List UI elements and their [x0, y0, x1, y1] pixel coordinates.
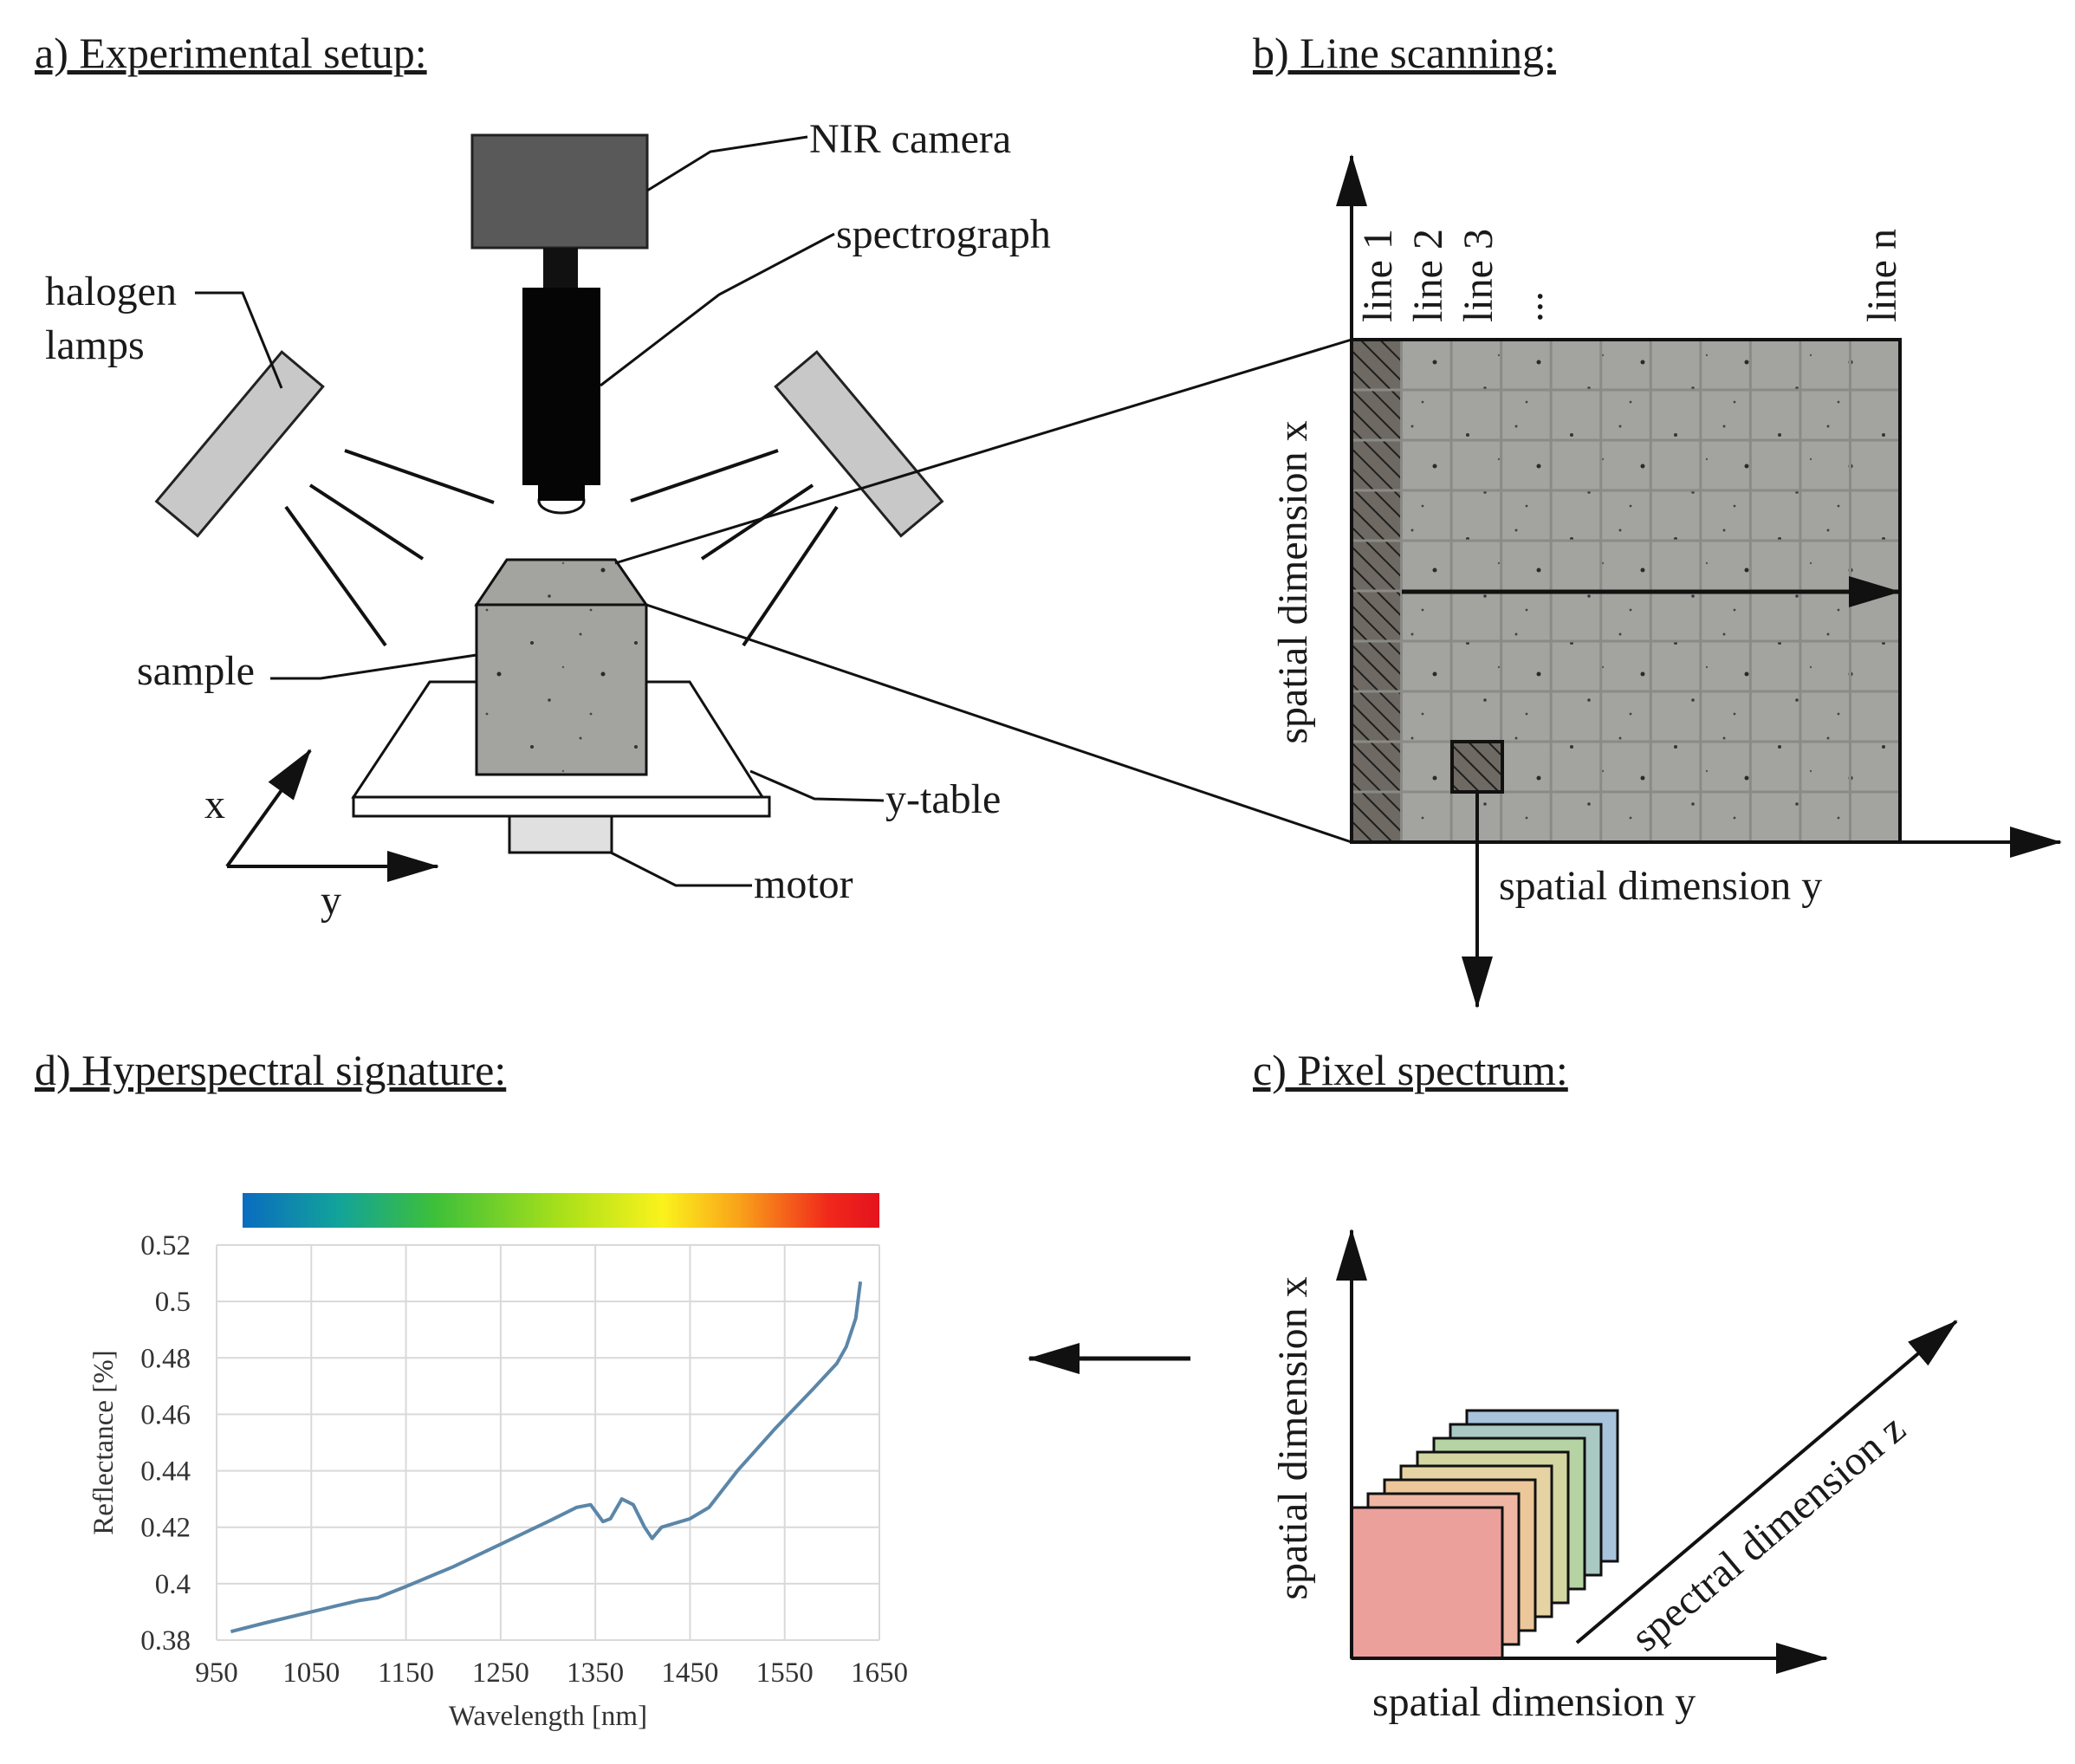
- reflectance-chart: 950 1050 1150 1250 1350 1450 1550 1650 0.52 0.5 0.…: [88, 1230, 908, 1732]
- x-tick-label: 1250: [472, 1657, 529, 1689]
- pixel-axis-x-label: spatial dimension x: [1270, 1276, 1316, 1599]
- selected-pixel: [1450, 740, 1504, 794]
- camera-neck: [543, 248, 578, 288]
- reflectance-series-line: [230, 1281, 863, 1634]
- panel-hyperspectral-signature: 950 1050 1150 1250 1350 1450 1550 1650 0.52 0.5 0.…: [88, 1193, 908, 1732]
- y-tick-label: 0.48: [140, 1343, 191, 1374]
- panel-line-scanning: line 1 line 2 line 3 ... line n spatial …: [1270, 154, 2062, 1008]
- panel-pixel-spectrum: spatial dimension x spatial dimension y …: [1028, 1229, 1958, 1725]
- x-tick-label: 950: [195, 1657, 238, 1689]
- x-tick-label: 1650: [851, 1657, 908, 1689]
- x-axis-title: Wavelength [nm]: [449, 1701, 647, 1732]
- y-tick-label: 0.5: [155, 1287, 191, 1318]
- wavelength-colorbar: [243, 1193, 879, 1228]
- zoom-connector-top: [614, 338, 1352, 565]
- scan-line-label-1: line 1: [1355, 229, 1401, 322]
- scan-line-label-n: line n: [1859, 229, 1905, 322]
- sample-top-face: [474, 558, 649, 606]
- panel-experimental-setup: NIR camera spectrograph halogen lamps sa…: [45, 116, 1352, 924]
- light-rays: [284, 449, 839, 647]
- y-axis-title: Reflectance [%]: [88, 1350, 120, 1534]
- label-spectrograph: spectrograph: [836, 211, 1051, 257]
- y-tick-label: 0.4: [155, 1569, 191, 1600]
- x-tick-label: 1350: [567, 1657, 624, 1689]
- heading-pixel-spectrum: c) Pixel spectrum:: [1253, 1046, 1568, 1094]
- front-spectral-slice: [1350, 1506, 1504, 1660]
- y-tick-label: 0.38: [140, 1625, 191, 1657]
- setup-axis-x-label: x: [204, 781, 225, 827]
- x-tick-label: 1050: [282, 1657, 340, 1689]
- nir-camera-body: [470, 133, 649, 250]
- y-tick-label: 0.46: [140, 1399, 191, 1430]
- label-nir-camera: NIR camera: [809, 116, 1011, 162]
- scan-axis-x-label: spatial dimension x: [1270, 420, 1316, 743]
- x-tick-label: 1550: [756, 1657, 814, 1689]
- halogen-lamp-left: [154, 350, 325, 538]
- halogen-lamp-right: [774, 350, 944, 538]
- pixel-axis-z-arrow: [1575, 1320, 1958, 1644]
- scan-line-label-2: line 2: [1405, 229, 1451, 322]
- motor-block: [508, 814, 613, 854]
- x-tick-label: 1450: [661, 1657, 718, 1689]
- setup-axis-x-arrow: [225, 749, 312, 868]
- label-halogen: halogen: [45, 269, 177, 315]
- heading-hyperspectral-signature: d) Hyperspectral signature:: [35, 1046, 506, 1094]
- label-sample: sample: [137, 648, 255, 694]
- pixel-axis-y-label: spatial dimension y: [1372, 1679, 1696, 1725]
- label-motor: motor: [754, 861, 853, 907]
- heading-experimental-setup: a) Experimental setup:: [35, 29, 427, 77]
- scan-axis-y-label: spatial dimension y: [1499, 863, 1822, 909]
- setup-axis-y-label: y: [321, 878, 341, 924]
- leader-lines: [195, 135, 885, 887]
- pixel-axis-z-label: spectral dimension z: [1623, 1405, 1914, 1660]
- label-y-table: y-table: [885, 776, 1001, 822]
- y-tick-label: 0.52: [140, 1230, 191, 1261]
- x-tick-label: 1150: [378, 1657, 434, 1689]
- label-lamps: lamps: [45, 322, 145, 368]
- sample-front-face: [475, 603, 648, 776]
- spectrograph-lens: [522, 288, 600, 485]
- y-tick-label: 0.42: [140, 1513, 191, 1544]
- heading-line-scanning: b) Line scanning:: [1253, 29, 1556, 77]
- y-tick-label: 0.44: [140, 1456, 191, 1488]
- scan-line-label-3: line 3: [1456, 229, 1501, 322]
- y-table-plate: [352, 795, 771, 818]
- zoom-connector-bottom: [645, 603, 1352, 844]
- scan-line-label-ellipsis: ...: [1506, 291, 1552, 322]
